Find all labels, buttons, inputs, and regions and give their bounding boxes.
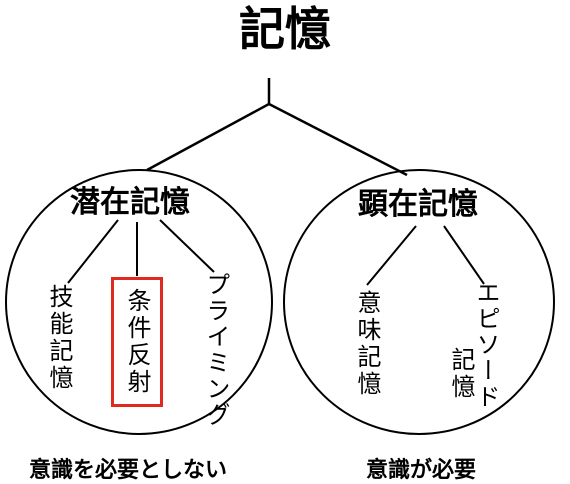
priming-label: プライミング [202,272,230,428]
implicit-line-right [159,219,215,273]
root-title: 記憶 [239,2,331,56]
implicit-memory-ellipse [5,169,273,435]
explicit-footer: 意識が必要 [366,458,477,483]
implicit-memory-title: 潜在記憶 [70,185,190,220]
explicit-line-right [443,225,485,285]
root-branch-right [268,102,408,177]
episodic-label-line2: 記憶 [447,347,475,401]
explicit-memory-title: 顕在記憶 [358,187,478,222]
episodic-label-line1: エピソード [472,280,500,410]
explicit-line-left [366,225,417,286]
explicit-memory-ellipse [283,169,555,435]
conditioned-reflex-label: 条件反射 [123,288,151,396]
skill-memory-label: 技能記憶 [45,284,73,392]
implicit-footer: 意識を必要としない [29,458,228,483]
highlight-box [111,277,163,407]
implicit-line-left [67,219,119,284]
semantic-memory-label: 意味記憶 [353,290,381,398]
root-branch-left [146,102,270,172]
